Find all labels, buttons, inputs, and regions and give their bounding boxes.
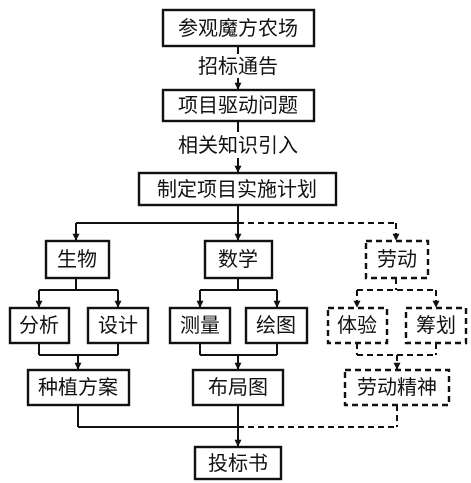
node-organize: 筹划 — [404, 306, 468, 345]
edge-labels: 招标通告 相关知识引入 — [164, 54, 312, 158]
node-organize-label: 筹划 — [416, 313, 456, 337]
node-bid-label: 投标书 — [208, 451, 268, 475]
node-analyze: 分析 — [8, 306, 71, 345]
node-visit-label: 参观魔方农场 — [178, 16, 298, 40]
node-problem: 项目驱动问题 — [161, 88, 316, 123]
node-experience: 体验 — [326, 306, 389, 345]
node-math-label: 数学 — [218, 247, 258, 271]
node-planting-label: 种植方案 — [38, 375, 118, 399]
edge-label-knowledge: 相关知识引入 — [178, 133, 298, 157]
node-experience-label: 体验 — [337, 313, 377, 337]
node-draw: 绘图 — [244, 306, 309, 345]
node-visit: 参观魔方农场 — [161, 8, 316, 48]
node-plan-label: 制定项目实施计划 — [157, 177, 317, 201]
edge-label-tender: 招标通告 — [198, 54, 278, 78]
node-design: 设计 — [86, 306, 150, 345]
node-plan: 制定项目实施计划 — [137, 171, 338, 207]
node-layout: 布局图 — [191, 368, 285, 407]
node-draw-label: 绘图 — [256, 313, 296, 337]
node-measure: 测量 — [168, 306, 232, 345]
node-bid: 投标书 — [193, 445, 283, 481]
node-biology: 生物 — [44, 239, 111, 280]
node-biology-label: 生物 — [57, 247, 97, 271]
connectors — [35, 47, 440, 447]
node-measure-label: 测量 — [180, 313, 220, 337]
node-analyze-label: 分析 — [19, 313, 59, 337]
node-planting: 种植方案 — [26, 368, 131, 407]
node-design-label: 设计 — [98, 313, 138, 337]
node-spirit-label: 劳动精神 — [357, 375, 437, 399]
node-problem-label: 项目驱动问题 — [178, 93, 298, 117]
node-layout-label: 布局图 — [208, 375, 268, 399]
node-math: 数学 — [203, 239, 274, 280]
node-labor-label: 劳动 — [377, 247, 417, 271]
node-labor: 劳动 — [364, 239, 430, 280]
node-spirit: 劳动精神 — [343, 368, 451, 407]
